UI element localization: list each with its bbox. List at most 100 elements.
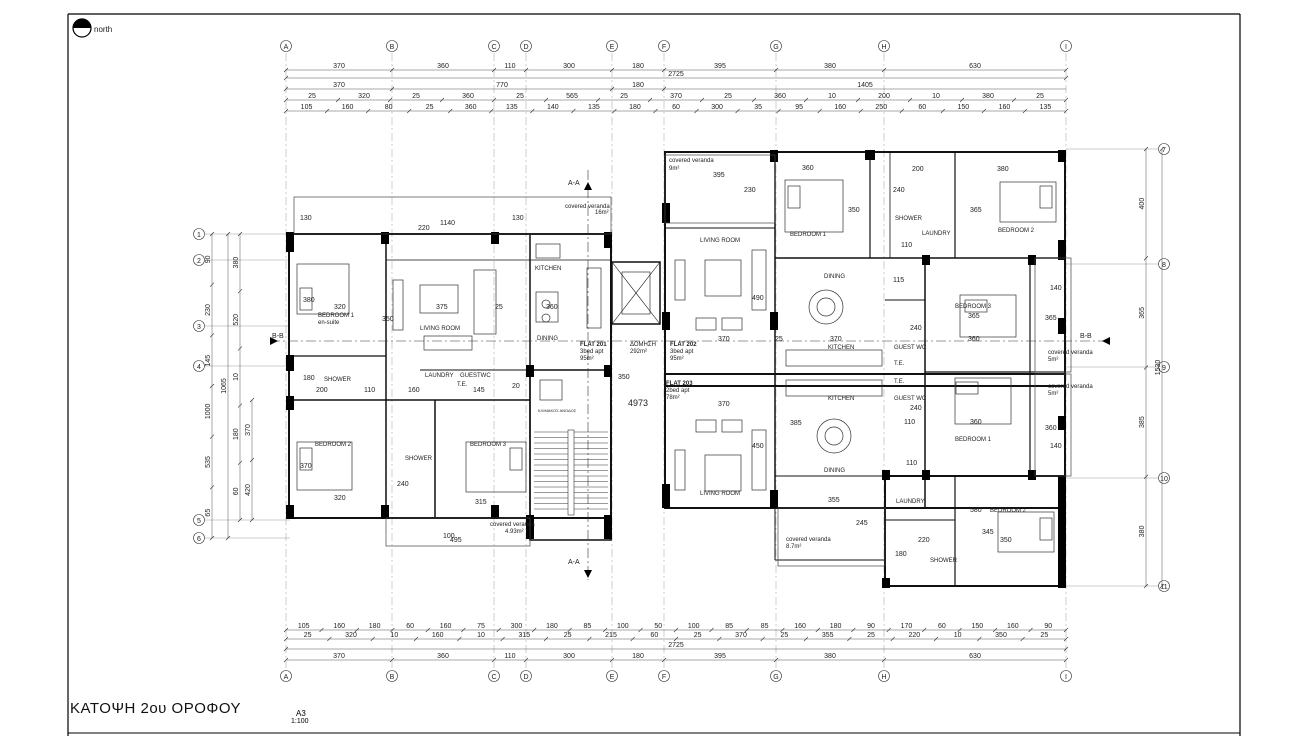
svg-text:T.E.: T.E.: [894, 379, 905, 385]
bottom-dim-row2-value: 10: [477, 632, 485, 639]
grid-label-C: C: [491, 674, 496, 681]
bottom-dim-row2-tick: [717, 636, 722, 642]
left-dim-c-tick: [249, 517, 255, 523]
left-dim-a-tick: [209, 282, 215, 287]
top-dim-row5-tick: [447, 108, 453, 114]
bottom-dim-row1-value: 180: [830, 623, 842, 630]
svg-text:130: 130: [512, 215, 524, 222]
left-dim-c-tick: [249, 397, 255, 403]
top-dim-row1-tick: [773, 67, 779, 73]
svg-text:covered veranda: covered veranda: [1048, 350, 1093, 356]
top-dim-row5-tick: [283, 108, 289, 114]
bottom-dim-row4-value: 180: [632, 653, 644, 660]
svg-text:360: 360: [968, 336, 980, 343]
svg-text:240: 240: [910, 325, 922, 332]
svg-text:220: 220: [418, 225, 430, 232]
bottom-dim-row1-tick: [921, 627, 927, 633]
grid-label-F: F: [662, 44, 666, 51]
svg-text:230: 230: [744, 187, 756, 194]
left-dim-total-tick: [225, 535, 231, 541]
bottom-dim-row4-tick: [609, 657, 615, 663]
grid-bubble-H: [878, 670, 890, 682]
bottom-dim-row2-value: 315: [518, 632, 530, 639]
svg-text:LAUNDRY: LAUNDRY: [425, 373, 454, 379]
top-dim-row1-value: 630: [969, 63, 981, 70]
top-dim-row1-value: 395: [714, 63, 726, 70]
svg-text:GUEST WC: GUEST WC: [894, 396, 927, 402]
top-dim-row5-value: 160: [834, 104, 846, 111]
bottom-dim-row1-value: 160: [794, 623, 806, 630]
top-dim-row4-tick: [283, 97, 289, 103]
svg-text:365: 365: [970, 207, 982, 214]
grid-bubble-E: [606, 40, 618, 52]
bottom-dim-row1-tick: [886, 627, 891, 633]
section-markers: [270, 182, 1110, 578]
svg-text:345: 345: [982, 529, 994, 536]
bottom-dim-row2-value: 350: [995, 632, 1007, 639]
bottom-dim-row1-tick: [496, 627, 501, 633]
grid-bubble-B: [386, 670, 398, 682]
svg-text:covered veranda: covered veranda: [786, 537, 831, 543]
svg-text:200: 200: [912, 166, 924, 173]
right-dim-a-value: 385: [1139, 416, 1146, 428]
grid-label-D: D: [523, 44, 528, 51]
svg-text:BEDROOM 2: BEDROOM 2: [990, 508, 1027, 514]
top-dim-row5-tick: [653, 108, 658, 114]
svg-text:LIVING ROOM: LIVING ROOM: [700, 238, 740, 244]
left-dim-a-value: 1000: [205, 403, 212, 419]
svg-text:LAUNDRY: LAUNDRY: [896, 499, 925, 505]
grid-row-label-1: 1: [197, 232, 201, 239]
svg-text:ΚΛΙΜΑΚΟΣ ΑΝΟΔΟΣ: ΚΛΙΜΑΚΟΣ ΑΝΟΔΟΣ: [538, 408, 577, 413]
svg-text:GUEST WC: GUEST WC: [894, 345, 927, 351]
svg-text:355: 355: [828, 497, 840, 504]
grid-bubble-H: [878, 40, 890, 52]
right-dim-a-value: 380: [1139, 525, 1146, 537]
svg-text:320: 320: [334, 304, 346, 311]
top-dim-row1-tick: [389, 67, 395, 73]
bottom-dim-total-tick: [283, 646, 289, 652]
svg-text:78m²: 78m²: [666, 395, 680, 401]
svg-text:320: 320: [334, 495, 346, 502]
right-dim-a-tick: [1143, 583, 1149, 589]
svg-text:en-suite: en-suite: [318, 320, 340, 326]
left-dim-a-tick: [209, 333, 215, 338]
bottom-dim-row2-value: 25: [694, 632, 702, 639]
furniture: [296, 179, 1057, 553]
svg-text:240: 240: [893, 187, 905, 194]
left-dim-a-value: 535: [205, 456, 212, 468]
grid-row-label-9: 9: [1162, 365, 1166, 372]
bottom-dim-row4-tick: [389, 657, 395, 663]
top-dim-row3-tick: [661, 86, 667, 92]
top-dim-row4-tick: [595, 97, 601, 103]
bottom-dim-row2-tick: [587, 636, 592, 642]
svg-text:4973: 4973: [628, 398, 648, 408]
svg-text:GUESTWC: GUESTWC: [460, 373, 491, 379]
right-dim-total-tick: [1159, 583, 1165, 589]
svg-text:110: 110: [901, 242, 912, 249]
bottom-dim-row1-value: 100: [617, 623, 629, 630]
grid-row-label-8: 8: [1162, 262, 1166, 269]
grid-row-bubble-4: [193, 360, 205, 372]
top-dim-row1-tick: [661, 67, 667, 73]
top-dim-row5-value: 135: [506, 104, 518, 111]
grid-row-label-7: 7: [1162, 147, 1166, 154]
left-dim-a-value: 230: [205, 304, 212, 316]
bottom-dim-row2-tick: [630, 636, 635, 642]
bottom-dim-row2-tick: [1020, 636, 1025, 642]
left-dim-total-value: 1065: [221, 378, 228, 394]
svg-text:T.E.: T.E.: [457, 382, 468, 388]
top-dim-row5-value: 25: [426, 104, 434, 111]
top-dim-row3-value: 180: [632, 82, 644, 89]
verandas: [293, 154, 1072, 567]
top-dim-row5-tick: [1063, 108, 1069, 114]
svg-text:BEDROOM 2: BEDROOM 2: [998, 228, 1035, 234]
svg-text:240: 240: [910, 405, 922, 412]
grid-row-label-4: 4: [197, 364, 201, 371]
svg-text:370: 370: [718, 401, 730, 408]
svg-text:220: 220: [918, 537, 930, 544]
left-dim-a-tick: [209, 383, 215, 389]
grid-bubble-B: [386, 40, 398, 52]
top-dim-row5-value: 95: [795, 104, 803, 111]
svg-text:292m²: 292m²: [630, 349, 647, 355]
grid-row-label-5: 5: [197, 518, 201, 525]
